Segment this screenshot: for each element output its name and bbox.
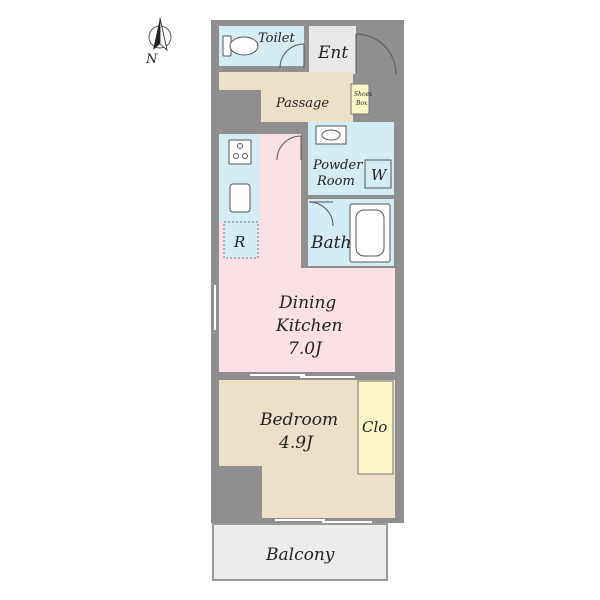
stove-icon bbox=[228, 139, 252, 165]
entrance-label: Ent bbox=[317, 43, 348, 63]
passage-bend bbox=[219, 72, 264, 90]
passage-area bbox=[261, 72, 353, 122]
refrigerator-label: R bbox=[233, 233, 245, 251]
dining-kitchen-area-label: 7.0J bbox=[288, 339, 323, 359]
closet-label: Clo bbox=[362, 418, 387, 436]
wall-pillar bbox=[219, 466, 262, 518]
powder-room-label-line2: Room bbox=[316, 174, 355, 189]
entrance-area bbox=[309, 26, 356, 74]
washer-space bbox=[364, 159, 392, 189]
bath-label: Bath bbox=[310, 233, 351, 253]
bedroom-area-label: 4.9J bbox=[278, 433, 314, 453]
balcony-window[interactable] bbox=[275, 519, 372, 523]
refrigerator-space bbox=[223, 221, 259, 259]
bedroom-label-line1: Bedroom bbox=[259, 410, 338, 430]
dining-kitchen-label-line2: Kitchen bbox=[275, 316, 342, 336]
entrance-door[interactable] bbox=[355, 33, 397, 75]
shoe-box bbox=[350, 83, 370, 115]
bath-door[interactable] bbox=[308, 201, 334, 227]
bathtub-icon bbox=[349, 203, 391, 263]
shoe-box-label-line2: Box bbox=[355, 100, 368, 107]
powder-room-label-line1: Powder bbox=[312, 158, 363, 173]
dining-kitchen-room-lower bbox=[219, 268, 395, 372]
toilet-fixture-icon bbox=[222, 35, 259, 57]
balcony-label: Balcony bbox=[265, 545, 335, 565]
kitchen-door[interactable] bbox=[276, 135, 302, 161]
closet bbox=[357, 380, 394, 475]
north-arrow-icon bbox=[148, 17, 172, 52]
washbasin-icon bbox=[315, 125, 347, 145]
balcony bbox=[212, 523, 388, 581]
sink-icon bbox=[229, 183, 251, 213]
bedroom-sliding-door[interactable] bbox=[250, 374, 355, 378]
washer-label: W bbox=[371, 166, 388, 184]
toilet-label: Toilet bbox=[258, 31, 295, 46]
shoe-box-label-line1: Shoes bbox=[354, 91, 372, 98]
dining-kitchen-label-line1: Dining bbox=[278, 293, 336, 313]
bedroom-room-lower bbox=[262, 466, 395, 518]
toilet-door[interactable] bbox=[279, 43, 305, 69]
north-label: N bbox=[145, 52, 158, 67]
passage-label: Passage bbox=[275, 96, 329, 111]
